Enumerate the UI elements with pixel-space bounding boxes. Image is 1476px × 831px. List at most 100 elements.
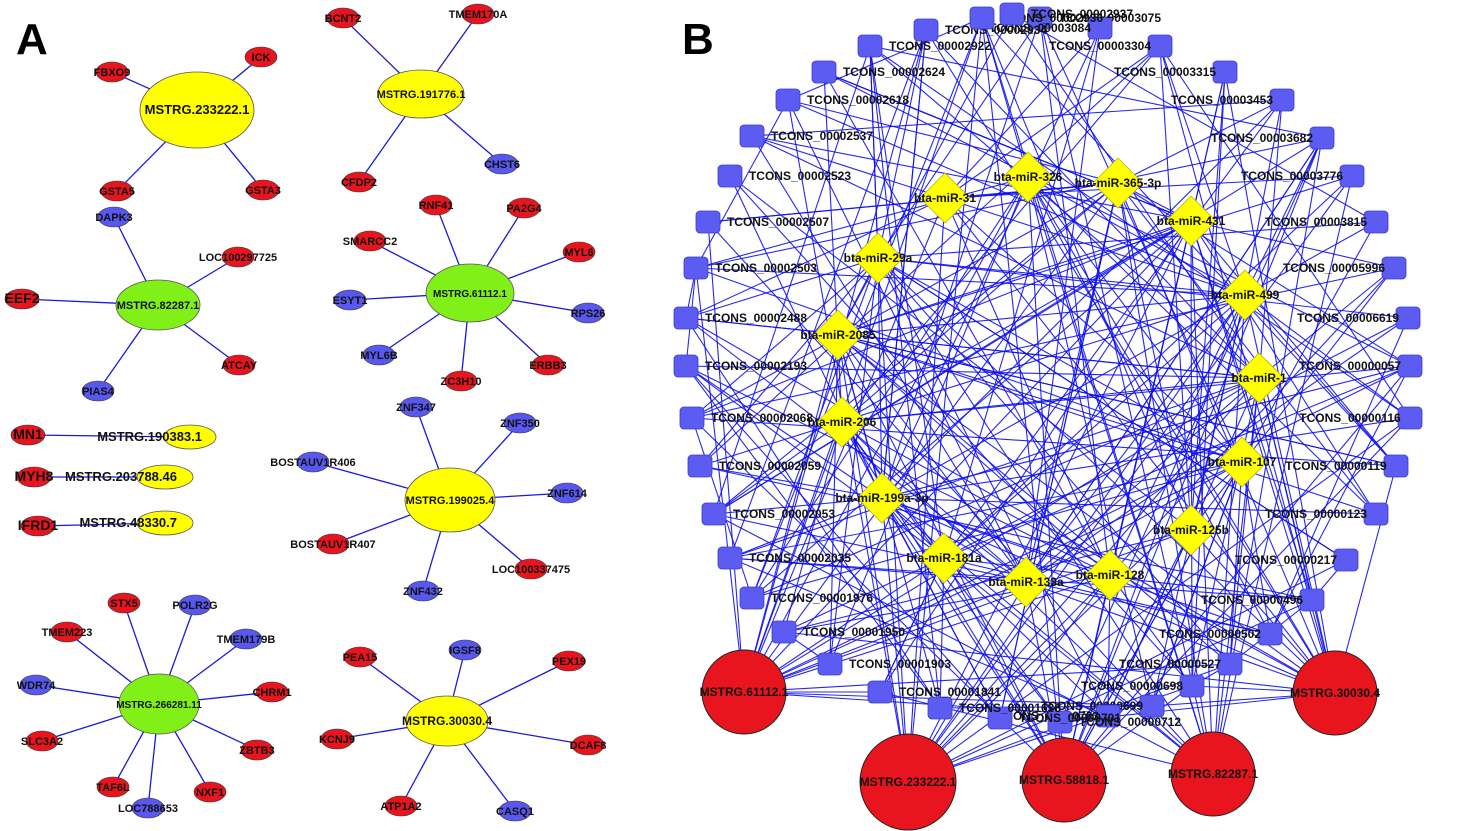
network-edge <box>751 176 1029 599</box>
tcons-node <box>1179 674 1205 698</box>
tcons-node <box>1027 6 1053 30</box>
mstrg-hub-node <box>1292 650 1378 736</box>
network-edge <box>1025 27 1101 583</box>
gene-node <box>20 515 56 537</box>
network-edge <box>877 257 1214 775</box>
network-edge <box>1244 294 1411 419</box>
network-edge <box>713 182 1119 515</box>
lncrna-hub-label: MSTRG.266281.11 <box>116 700 202 711</box>
network-edge <box>695 267 745 693</box>
mirna-node <box>816 396 868 448</box>
tcons-label: TCONS_00001841 <box>899 685 1001 699</box>
tcons-label: TCONS_00003682 <box>1211 131 1313 145</box>
tcons-node <box>695 210 721 234</box>
tcons-label: TCONS_00002934 <box>945 23 1047 37</box>
network-edge <box>1063 417 1411 781</box>
gene-node-label: BOSTAUV1R407 <box>290 539 375 551</box>
gene-node-label: BOSTAUV1R406 <box>270 457 355 469</box>
gene-node-label: DAPK3 <box>95 212 132 224</box>
network-edge <box>823 71 1111 576</box>
network-edge <box>713 497 883 515</box>
network-edge <box>1117 182 1336 694</box>
network-edge <box>751 135 1260 379</box>
tcons-node <box>717 164 743 188</box>
network-edge <box>881 497 1109 717</box>
network-edge <box>1269 317 1409 635</box>
gene-node-label: BCNT2 <box>325 13 362 25</box>
tcons-node <box>913 18 939 42</box>
network-edge <box>837 334 1336 694</box>
tcons-label: TCONS_00002937 <box>1031 7 1133 21</box>
gene-node-label: PEA15 <box>343 652 378 664</box>
gene-node-label: NXF1 <box>196 787 224 799</box>
tcons-label: TCONS_00000496 <box>1201 593 1303 607</box>
gene-node-label: TAF6L <box>96 782 130 794</box>
gene-node <box>343 646 377 668</box>
gene-node <box>240 739 274 761</box>
network-edge <box>783 574 1111 633</box>
mirna-label: bta-miR-133a <box>988 575 1064 589</box>
gene-node <box>333 289 367 311</box>
mirna-node <box>812 309 864 361</box>
network-edge <box>907 175 1353 783</box>
gene-node <box>100 180 134 202</box>
mirna-label: bta-miR-365-3p <box>1075 176 1162 190</box>
network-edge <box>713 45 871 515</box>
gene-node <box>96 776 130 798</box>
gene-node-label: ESYT1 <box>333 295 368 307</box>
network-edge <box>944 45 1161 199</box>
mirna-label: bta-miR-125b <box>1153 523 1229 537</box>
tcons-label: TCONS_00000119 <box>1285 459 1387 473</box>
gene-node-label: EEF2 <box>4 290 39 306</box>
gene-node-label: SMARCC2 <box>343 236 397 248</box>
tcons-node <box>775 88 801 112</box>
network-edge <box>879 220 1192 693</box>
lncrna-hub-node <box>404 467 496 533</box>
network-edge <box>729 557 1109 717</box>
network-edge <box>943 99 1283 559</box>
network-edge <box>695 137 1323 269</box>
network-edge <box>841 182 1119 423</box>
network-edge <box>27 434 191 438</box>
gene-node <box>229 628 263 650</box>
gene-node-label: MN1 <box>13 426 43 442</box>
network-edge <box>925 29 1260 379</box>
tcons-node <box>1363 502 1389 526</box>
mirna-label: bta-miR-2085 <box>800 328 876 342</box>
gene-node-label: GSTA5 <box>99 186 135 198</box>
mirna-node <box>1219 269 1271 321</box>
gene-node <box>81 380 115 402</box>
network-edge <box>1027 176 1153 707</box>
gene-node-label: ZNF350 <box>500 418 540 430</box>
network-edge <box>1258 267 1395 379</box>
network-edge <box>869 45 1323 139</box>
gene-node <box>406 580 440 602</box>
tcons-node <box>739 586 765 610</box>
gene-node <box>16 466 52 488</box>
gene-node <box>95 61 129 83</box>
tcons-label: TCONS_00002922 <box>889 39 991 53</box>
tcons-node <box>857 34 883 58</box>
mirna-label: bta-miR-128 <box>1076 568 1145 582</box>
tcons-node <box>1397 354 1423 378</box>
mirna-node <box>1002 151 1054 203</box>
tcons-label: TCONS_00000502 <box>1159 627 1261 641</box>
tcons-node <box>771 620 797 644</box>
tcons-node <box>1212 60 1238 84</box>
network-edge <box>707 182 1119 223</box>
tcons-label: TCONS_00002068 <box>711 411 813 425</box>
tcons-node <box>1217 652 1243 676</box>
network-edge <box>944 27 1101 199</box>
network-edge <box>1191 71 1226 687</box>
gene-node <box>131 797 165 819</box>
gene-node <box>222 354 256 376</box>
tcons-label: TCONS_00002035 <box>749 551 851 565</box>
tcons-node <box>673 354 699 378</box>
network-edge <box>1025 377 1260 583</box>
network-edge <box>837 334 1027 583</box>
gene-node <box>19 674 53 696</box>
gene-node <box>419 194 453 216</box>
network-edge <box>691 220 1192 419</box>
